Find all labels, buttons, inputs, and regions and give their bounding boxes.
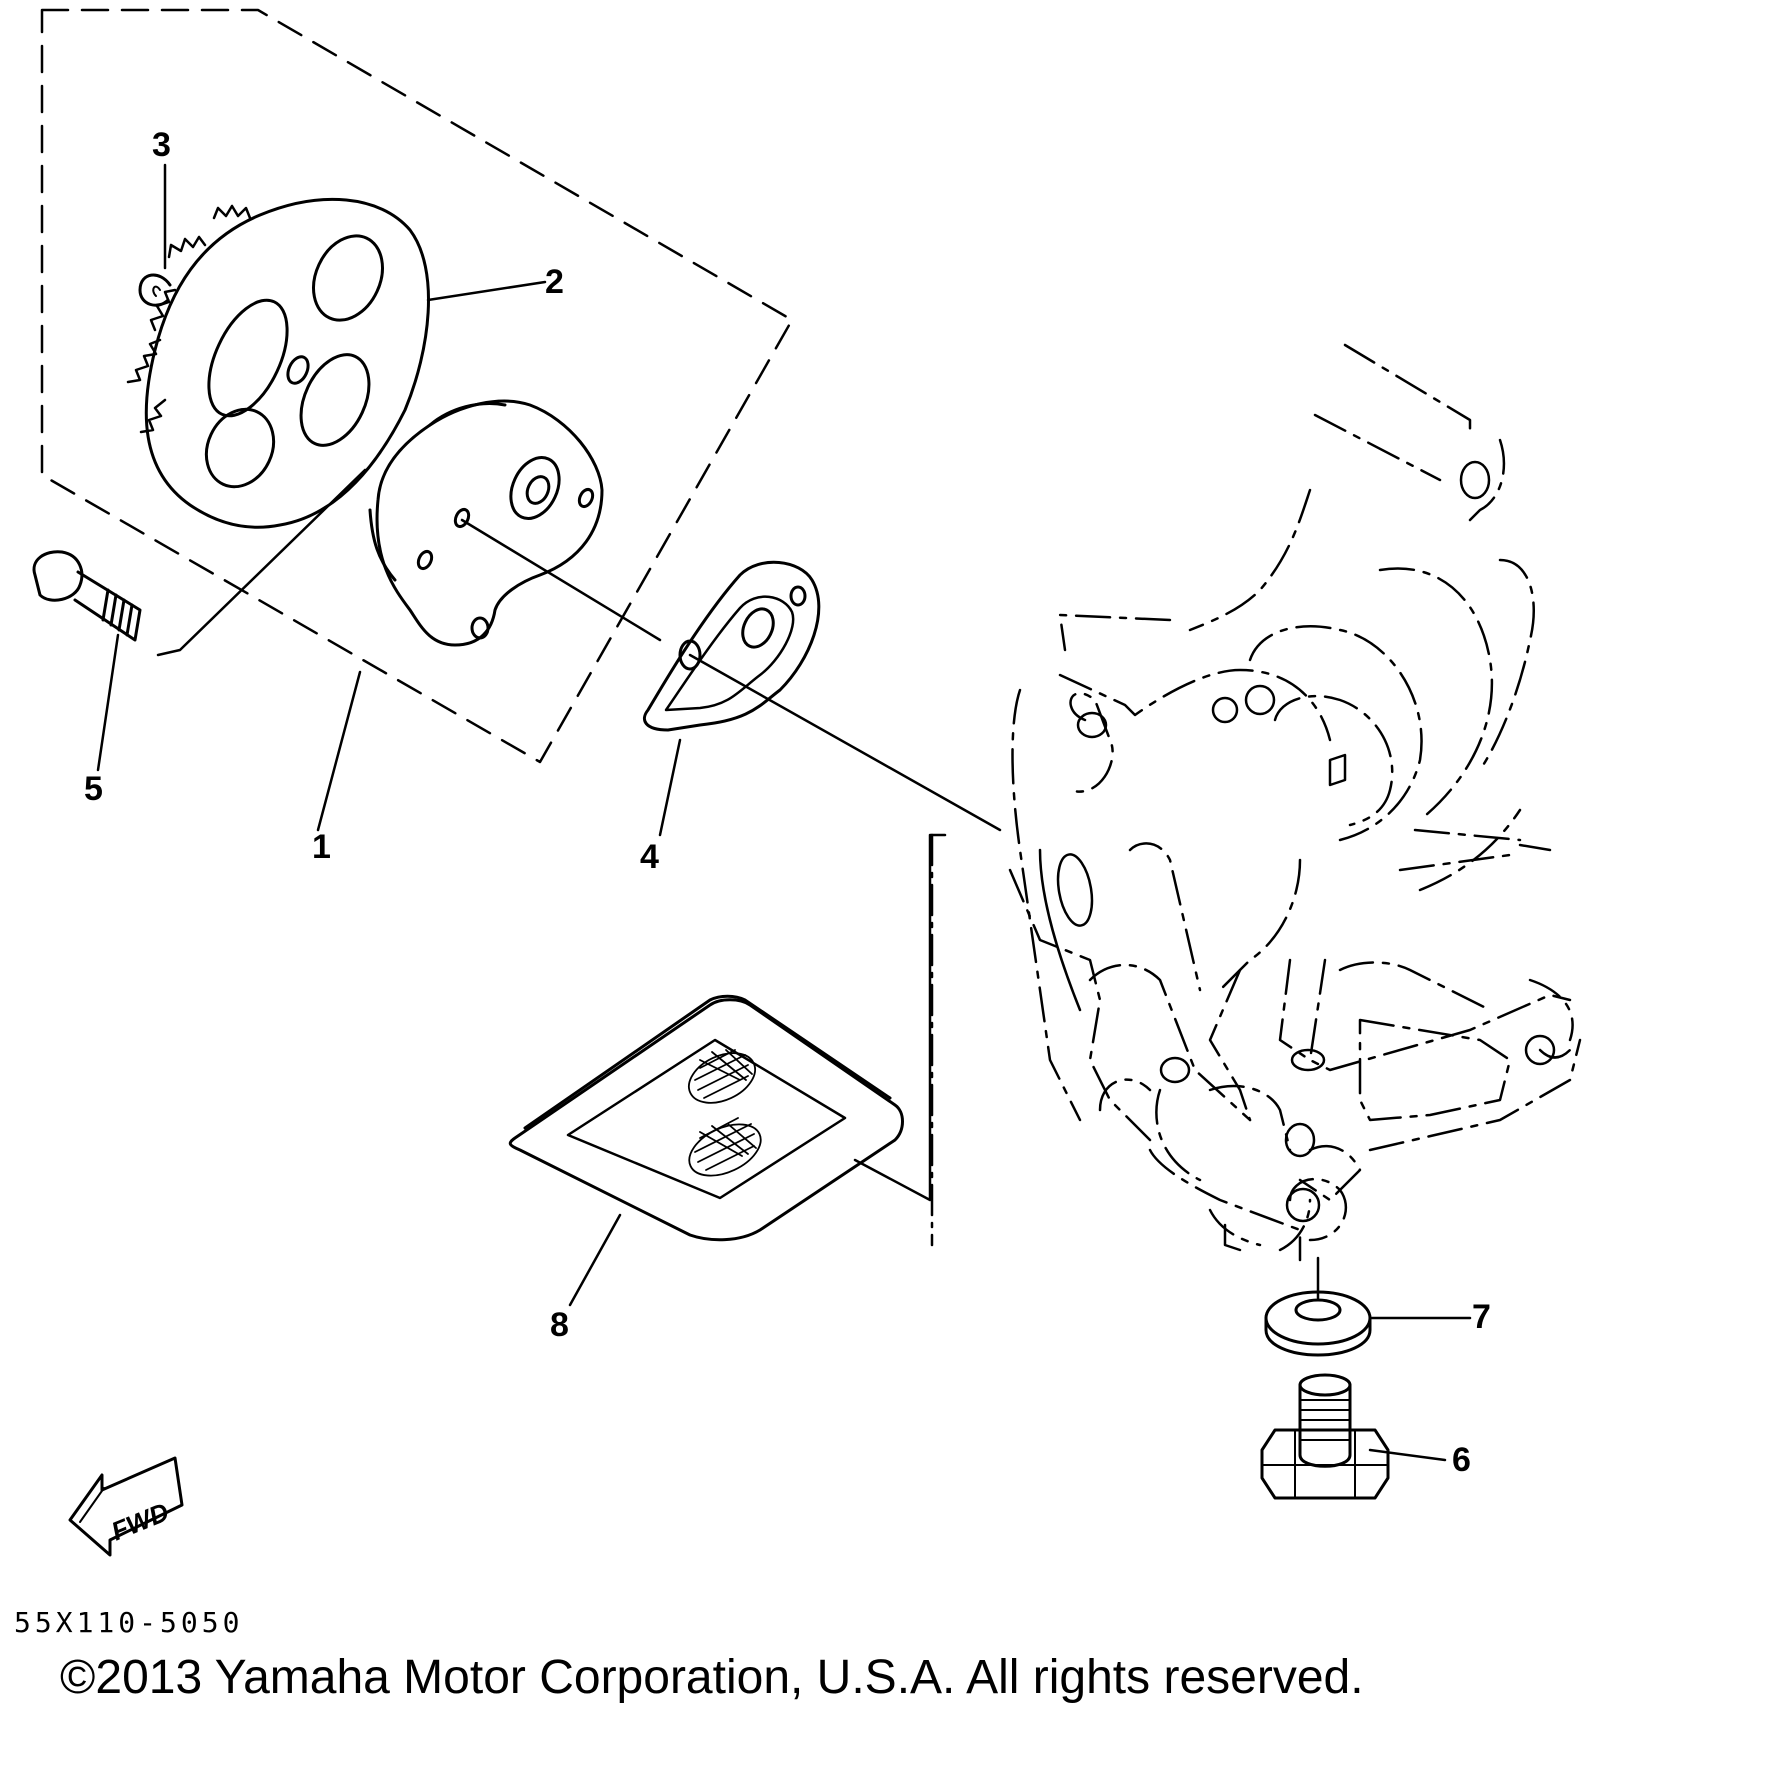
pump-bolt <box>32 550 142 642</box>
callout-2: 2 <box>545 263 564 301</box>
copyright-notice: ©2013 Yamaha Motor Corporation, U.S.A. A… <box>60 1651 1364 1704</box>
strainer-mesh <box>688 1049 762 1177</box>
oil-strainer <box>508 994 904 1242</box>
callout-8: 8 <box>550 1306 569 1344</box>
crankcase-phantom <box>1008 343 1582 1262</box>
drain-washer <box>1264 1290 1372 1357</box>
assembly-boundary <box>40 8 794 764</box>
part-code: 55X110-5050 <box>14 1606 244 1639</box>
assembly-guide-lines <box>156 468 1320 1300</box>
callout-5: 5 <box>84 770 103 808</box>
callout-7: 7 <box>1472 1298 1491 1336</box>
pump-gasket <box>643 560 821 732</box>
callout-6: 6 <box>1452 1441 1471 1479</box>
circlip <box>138 273 172 307</box>
callout-4: 4 <box>640 838 659 876</box>
leader-lines <box>96 163 1472 1462</box>
fwd-label: FWD <box>107 1496 173 1546</box>
callout-1: 1 <box>312 828 331 866</box>
fwd-arrow-icon: FWD <box>68 1456 184 1557</box>
crankcase-bosses <box>1038 460 1556 1252</box>
callout-3: 3 <box>152 126 171 164</box>
drain-bolt <box>1260 1373 1390 1500</box>
oil-pump-body <box>368 399 604 647</box>
